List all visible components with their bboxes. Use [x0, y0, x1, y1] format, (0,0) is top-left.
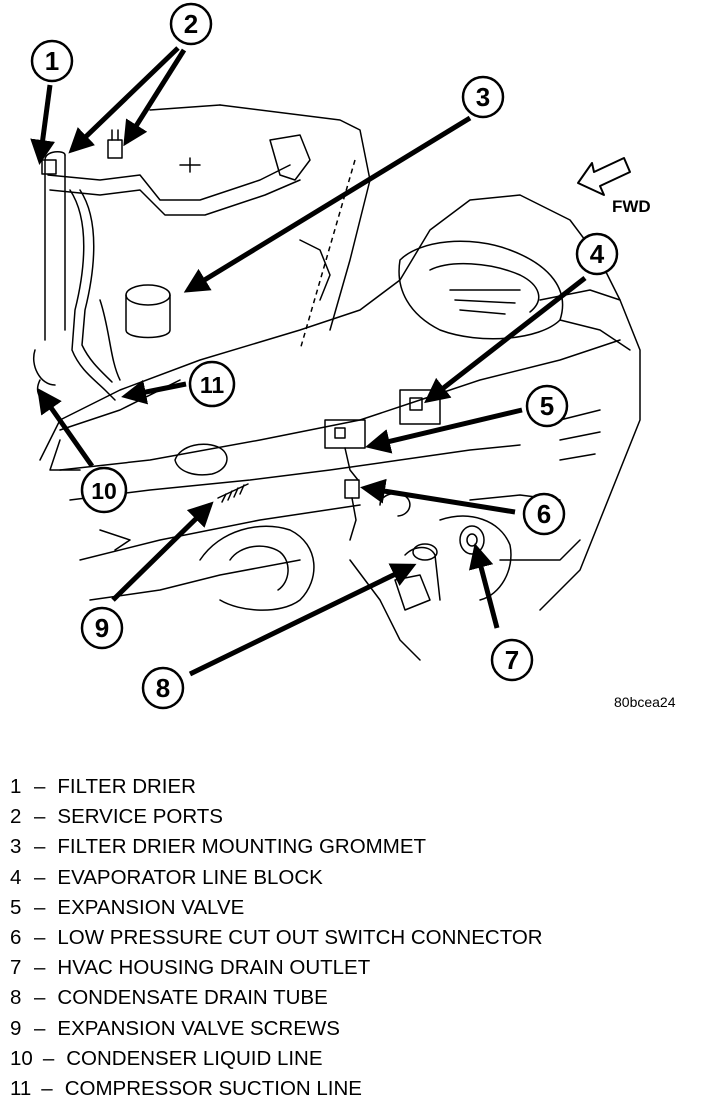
legend-item: 6–LOW PRESSURE CUT OUT SWITCH CONNECTOR — [10, 925, 543, 949]
callout-1: 1 — [30, 39, 74, 83]
leader-arrow-10 — [37, 387, 95, 468]
figure-code: 80bcea24 — [614, 694, 676, 710]
leader-arrow-9 — [111, 501, 214, 602]
leader-arrow-3 — [183, 115, 472, 293]
callout-2: 2 — [169, 2, 213, 46]
forward-label: FWD — [612, 197, 651, 216]
leader-arrow-2a — [68, 46, 180, 154]
legend-item: 4–EVAPORATOR LINE BLOCK — [10, 865, 323, 889]
dashed-leader-3 — [299, 159, 356, 351]
legend-item: 9–EXPANSION VALVE SCREWS — [10, 1016, 340, 1040]
forward-arrow-icon — [577, 157, 631, 196]
leader-arrows — [30, 46, 587, 677]
svg-text:3: 3 — [476, 82, 490, 112]
svg-text:2: 2 — [184, 9, 198, 39]
legend-item: 2–SERVICE PORTS — [10, 805, 223, 829]
svg-text:4: 4 — [590, 239, 605, 269]
callout-8: 8 — [141, 666, 185, 710]
callout-11: 11 — [188, 360, 236, 408]
leader-arrow-11 — [121, 379, 187, 405]
callouts: 1 2 3 4 5 6 7 8 — [30, 2, 619, 710]
leader-arrow-7 — [468, 543, 500, 629]
leader-arrow-4 — [424, 276, 587, 404]
leader-arrow-6 — [360, 478, 516, 515]
legend-item: 3–FILTER DRIER MOUNTING GROMMET — [10, 835, 427, 859]
svg-text:7: 7 — [505, 645, 519, 675]
callout-10: 10 — [80, 466, 128, 514]
svg-text:6: 6 — [537, 499, 551, 529]
component-legend: 1–FILTER DRIER 2–SERVICE PORTS 3–FILTER … — [10, 772, 700, 1104]
callout-5: 5 — [525, 384, 569, 428]
svg-text:5: 5 — [540, 391, 554, 421]
svg-text:1: 1 — [45, 46, 59, 76]
leader-arrow-5 — [365, 407, 523, 454]
leader-arrow-1 — [30, 84, 56, 165]
callout-6: 6 — [522, 492, 566, 536]
svg-text:11: 11 — [200, 372, 225, 398]
leader-arrow-8 — [188, 563, 417, 677]
engine-compartment-art — [33, 104, 641, 661]
svg-text:8: 8 — [156, 673, 170, 703]
callout-7: 7 — [490, 638, 534, 682]
legend-item: 8–CONDENSATE DRAIN TUBE — [10, 986, 328, 1010]
ac-components-diagram: FWD 1 2 3 4 — [30, 2, 676, 710]
callout-3: 3 — [461, 75, 505, 119]
callout-9: 9 — [80, 606, 124, 650]
svg-text:10: 10 — [91, 478, 117, 504]
callout-4: 4 — [575, 232, 619, 276]
legend-item: 1–FILTER DRIER — [10, 775, 196, 798]
legend-item: 10–CONDENSER LIQUID LINE — [10, 1046, 323, 1070]
legend-item: 7–HVAC HOUSING DRAIN OUTLET — [10, 956, 371, 980]
forward-direction-indicator: FWD — [577, 157, 651, 216]
svg-text:9: 9 — [95, 613, 109, 643]
legend-item: 11–COMPRESSOR SUCTION LINE — [10, 1076, 362, 1100]
leader-arrow-2b — [123, 48, 187, 147]
legend-item: 5–EXPANSION VALVE — [10, 895, 245, 919]
